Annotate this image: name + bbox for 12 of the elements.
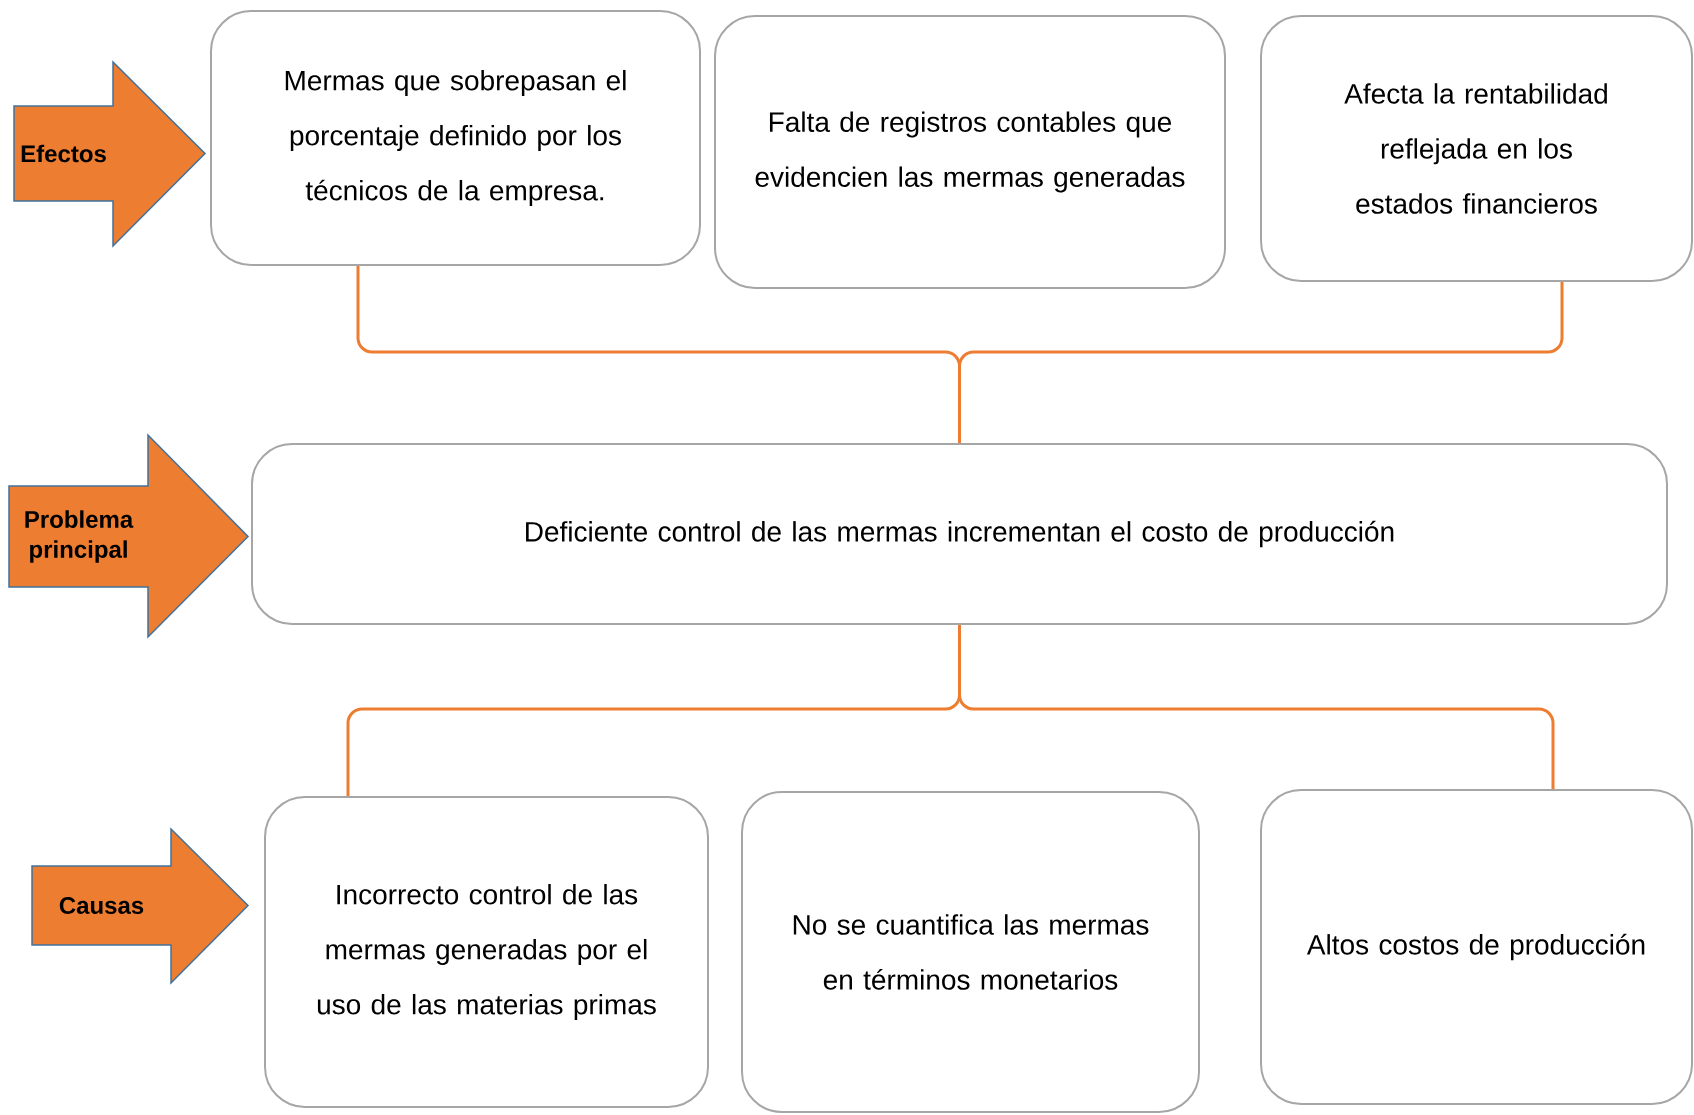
- text-box: Falta de registros contables que evidencien las mermas generadas: [714, 15, 1226, 289]
- text-box: Deficiente control de las mermas incrementan el costo de producción: [251, 443, 1668, 625]
- brace-connector: [958, 282, 1564, 443]
- arrow-label: Efectos: [13, 60, 207, 248]
- text-box: Altos costos de producción: [1260, 789, 1693, 1105]
- brace-connector: [958, 625, 1555, 789]
- text-box: Incorrecto control de las mermas generadas por el uso de las materias primas: [264, 796, 709, 1108]
- text-box: Afecta la rentabilidad reflejada en los estados financieros: [1260, 15, 1693, 282]
- arrow-label: Causas: [31, 827, 250, 985]
- arrow-label: Problema principal: [8, 433, 250, 639]
- text-box: Mermas que sobrepasan el porcentaje definido por los técnicos de la empresa.: [210, 10, 701, 266]
- text-box: No se cuantifica las mermas en términos monetarios: [741, 791, 1200, 1113]
